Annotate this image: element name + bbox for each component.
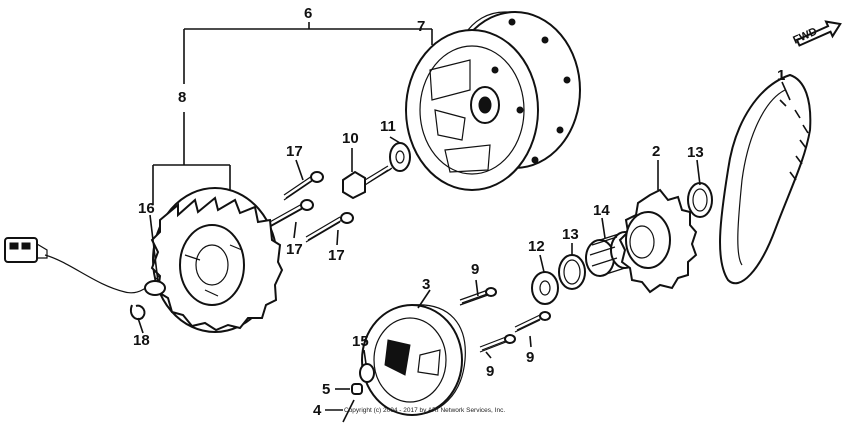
callout-9-top: 9: [471, 261, 479, 278]
callout-8: 8: [178, 89, 186, 106]
callout-14: 14: [593, 202, 610, 219]
plunger-4: [325, 399, 355, 423]
bolt-9-top: [459, 287, 497, 306]
callout-1: 1: [777, 67, 785, 84]
spring-5: [351, 383, 363, 395]
callout-18: 18: [133, 332, 150, 349]
callout-13-lower: 13: [562, 226, 579, 243]
callout-13-upper: 13: [687, 144, 704, 161]
starter-driven-gear-2: [618, 188, 698, 294]
stator-assembly: [150, 187, 284, 333]
copyright-notice: Copyright (c) 2004 - 2017 by ARI Network…: [344, 407, 505, 414]
washer-11: [389, 142, 411, 172]
starter-chain-1: [719, 73, 812, 285]
callout-9-middle: 9: [486, 363, 494, 380]
callout-3: 3: [422, 276, 430, 293]
stator-wire-harness: [4, 237, 161, 294]
callout-15: 15: [352, 333, 369, 350]
roller-15: [359, 363, 375, 383]
flywheel-rotor: [405, 11, 581, 191]
callout-17-top: 17: [286, 143, 303, 160]
callout-2: 2: [652, 143, 660, 160]
callout-4: 4: [313, 402, 322, 419]
starter-clutch-outer-3: [361, 304, 466, 416]
leader-lines: [137, 81, 791, 390]
bolt-17-bottom: [305, 212, 354, 243]
callout-16: 16: [138, 200, 155, 217]
bolt-17-middle: [267, 199, 314, 229]
flywheel-bolt-10: [342, 165, 393, 200]
bolt-9-right: [514, 311, 551, 333]
callout-17-middle: 17: [286, 241, 303, 258]
callout-9-right: 9: [526, 349, 534, 366]
fwd-arrow-icon: [795, 20, 842, 47]
washer-12: [531, 271, 559, 305]
assembly-bracket-6-8: [152, 22, 433, 205]
callout-12: 12: [528, 238, 545, 255]
bolt-17-top: [283, 171, 324, 201]
callout-6: 6: [304, 5, 312, 22]
callout-17-bottom: 17: [328, 247, 345, 264]
grommet-16: [144, 280, 166, 296]
clamp-18: [130, 304, 146, 321]
washer-13-upper: [687, 182, 713, 218]
callout-7: 7: [417, 18, 425, 35]
washer-13-lower: [558, 254, 586, 290]
callout-5: 5: [322, 381, 330, 398]
bolt-9-middle: [479, 334, 516, 353]
callout-10: 10: [342, 130, 359, 147]
callout-11: 11: [380, 118, 396, 135]
